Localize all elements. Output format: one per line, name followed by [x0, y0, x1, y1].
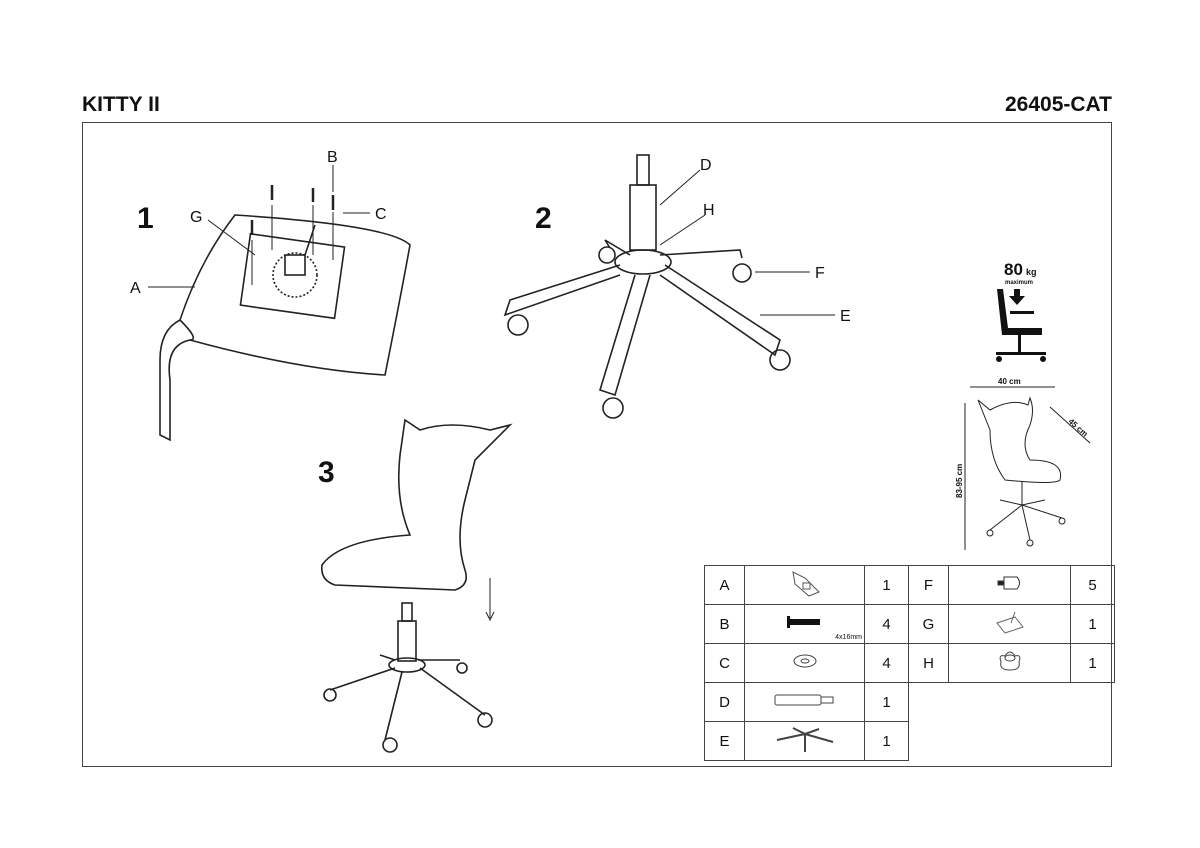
- seat-icon: [744, 565, 865, 605]
- callout-d: D: [700, 157, 712, 174]
- part-letter: C: [704, 643, 745, 683]
- max-load-note: maximum: [1005, 280, 1033, 286]
- part-qty: 1: [1070, 604, 1115, 644]
- part-letter: E: [704, 721, 745, 761]
- part-letter: D: [704, 682, 745, 722]
- parts-table: A 1 F 5 B 4x16mm 4 G 1 C 4 H 1 D 1 E 1: [704, 565, 1115, 761]
- part-qty: 1: [864, 682, 909, 722]
- mechanism-plate: [239, 232, 346, 320]
- bolt-size: 4x16mm: [835, 634, 862, 641]
- product-name: KITTY II: [82, 93, 160, 116]
- step2-number: 2: [535, 202, 552, 235]
- dimension-width: 40 cm: [998, 377, 1021, 386]
- part-letter: H: [908, 643, 949, 683]
- caster-icon: [948, 565, 1071, 605]
- part-qty: 4: [864, 643, 909, 683]
- dimension-height: 83-95 cm: [955, 464, 964, 498]
- part-qty: 4: [864, 604, 909, 644]
- table-row: E 1: [704, 721, 1115, 761]
- callout-h: H: [703, 202, 715, 219]
- washer-icon: [744, 643, 865, 683]
- star-base-icon: [744, 721, 865, 761]
- gas-lift-icon: [744, 682, 865, 722]
- part-qty: 1: [1070, 643, 1115, 683]
- table-row: C 4 H 1: [704, 643, 1115, 683]
- max-load-unit: kg: [1026, 267, 1037, 277]
- mechanism-plate-icon: [948, 604, 1071, 644]
- product-code: 26405-CAT: [1005, 93, 1112, 116]
- specs-panel: 80 kg maximum 40 cm 45 cm 83-95 cm: [955, 260, 1091, 550]
- callout-g: G: [190, 209, 202, 226]
- step2-diagram: 2 D H F E: [503, 154, 851, 419]
- step1-number: 1: [137, 202, 154, 235]
- part-qty: 5: [1070, 565, 1115, 605]
- base-cover-icon: [948, 643, 1071, 683]
- table-row: B 4x16mm 4 G 1: [704, 604, 1115, 644]
- part-letter: G: [908, 604, 949, 644]
- table-row: D 1: [704, 682, 1115, 722]
- step3-diagram: 3: [318, 418, 513, 753]
- chair-weight-icon: [996, 289, 1046, 362]
- seat-shell: [159, 214, 411, 442]
- callout-a: A: [130, 280, 141, 297]
- part-letter: B: [704, 604, 745, 644]
- callout-f: F: [815, 265, 825, 282]
- part-letter: A: [704, 565, 745, 605]
- callout-e: E: [840, 308, 851, 325]
- callout-c: C: [375, 206, 387, 223]
- seat-back: [320, 418, 513, 591]
- part-qty: 1: [864, 565, 909, 605]
- part-letter: F: [908, 565, 949, 605]
- bolt-icon: 4x16mm: [744, 604, 865, 644]
- down-arrow-icon: [1009, 289, 1025, 305]
- table-row: A 1 F 5: [704, 565, 1115, 605]
- instruction-frame: [82, 122, 1112, 767]
- part-qty: 1: [864, 721, 909, 761]
- chair-outline: [977, 396, 1062, 483]
- step1-diagram: 1 B C G A: [130, 149, 411, 442]
- dimension-depth: 45 cm: [1067, 417, 1090, 439]
- step3-number: 3: [318, 456, 335, 489]
- max-load-value: 80: [1004, 260, 1023, 279]
- callout-b: B: [327, 149, 338, 166]
